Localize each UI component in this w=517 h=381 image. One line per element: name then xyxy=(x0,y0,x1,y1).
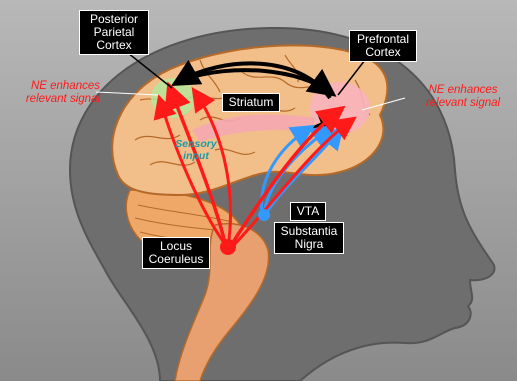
locus-coeruleus-label: Locus Coeruleus xyxy=(142,237,210,269)
pfc-label: Prefrontal Cortex xyxy=(349,30,417,62)
striatum-label: Striatum xyxy=(222,93,280,112)
vta-dot xyxy=(258,209,270,221)
sensory-input-label: Sensory input xyxy=(168,138,224,162)
locus-coeruleus-dot xyxy=(220,239,236,255)
substantia-nigra-label: Substantia Nigra xyxy=(274,222,344,254)
ppc-label: Posterior Parietal Cortex xyxy=(79,10,149,55)
ne-right-note: NE enhances relevant signal xyxy=(412,84,514,110)
ne-left-note: NE enhances relevant signal xyxy=(8,80,100,106)
vta-label: VTA xyxy=(290,202,326,221)
